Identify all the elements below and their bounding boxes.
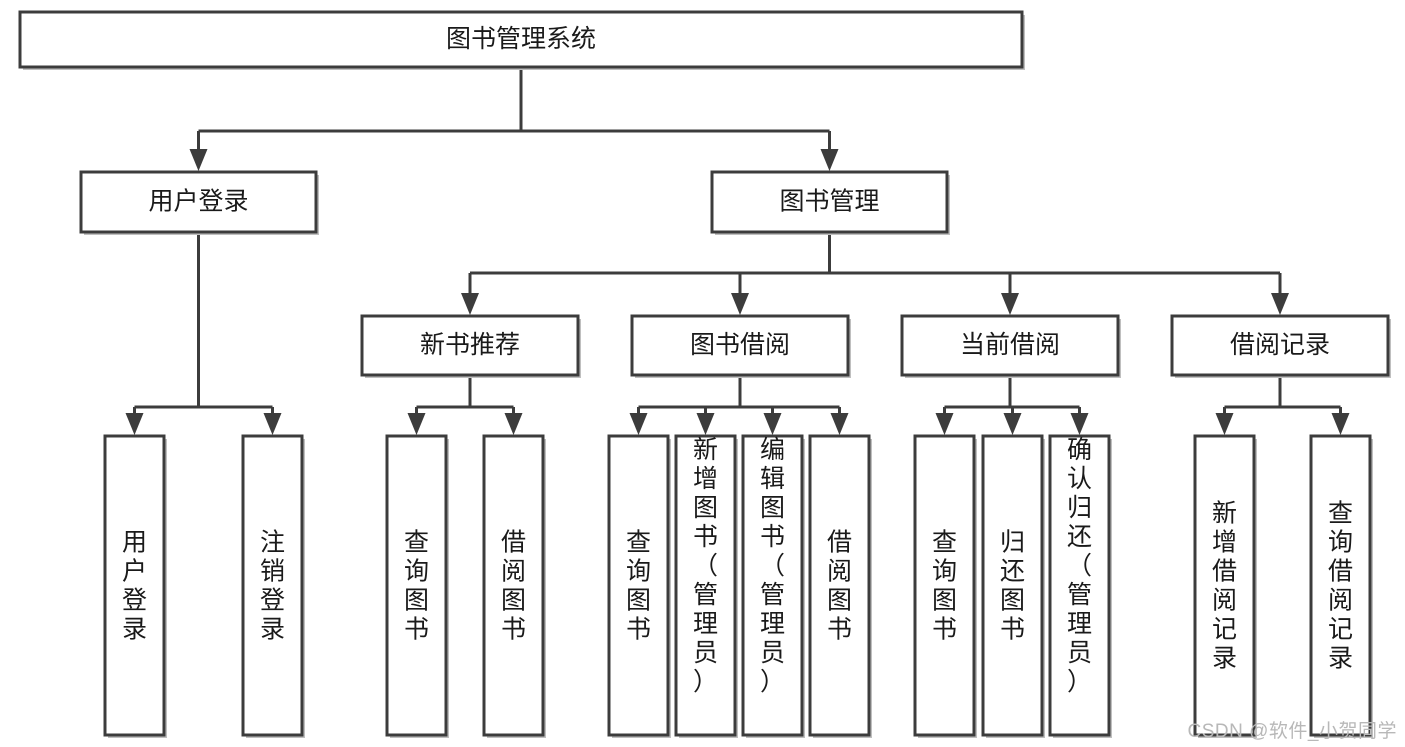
connector-conn-bookborrow-split <box>629 375 849 435</box>
connector-conn-currentborrow-split <box>935 375 1089 435</box>
node-label-leaf-query-borrow-record: 查询借阅记录 <box>1328 500 1353 673</box>
node-leaf-add-borrow-record[interactable]: 新增借阅记录 <box>1193 434 1257 738</box>
connector-conn-userlogin-split <box>125 232 282 435</box>
node-label-leaf-query-book-3: 查询图书 <box>932 529 957 644</box>
node-leaf-add-book[interactable]: 新增图书（管理员） <box>674 434 738 738</box>
node-label-leaf-query-book-1: 查询图书 <box>404 529 429 644</box>
node-box-leaf-query-borrow-record[interactable] <box>1309 434 1372 737</box>
node-book-borrow[interactable]: 图书借阅 <box>630 314 851 378</box>
node-leaf-query-book-1[interactable]: 查询图书 <box>385 434 449 738</box>
node-box-leaf-borrow-book-1[interactable] <box>482 434 545 737</box>
node-leaf-query-book-2[interactable]: 查询图书 <box>607 434 671 738</box>
node-box-root[interactable] <box>18 10 1024 69</box>
node-box-book-borrow[interactable] <box>630 314 850 377</box>
node-box-leaf-query-book-2[interactable] <box>607 434 670 737</box>
node-box-new-book-recommend[interactable] <box>360 314 580 377</box>
node-box-leaf-logout[interactable] <box>241 434 304 737</box>
node-label-leaf-edit-book: 编辑图书（管理员） <box>760 436 785 696</box>
node-leaf-edit-book[interactable]: 编辑图书（管理员） <box>741 434 805 738</box>
node-leaf-user-login[interactable]: 用户登录 <box>103 434 167 738</box>
node-new-book-recommend[interactable]: 新书推荐 <box>360 314 581 378</box>
connector-conn-bookmanage-split <box>461 232 1289 315</box>
node-label-leaf-borrow-book-1: 借阅图书 <box>501 529 526 644</box>
node-label-leaf-logout: 注销登录 <box>260 529 285 644</box>
node-box-leaf-add-book[interactable] <box>674 434 737 737</box>
connector-conn-newbook-split <box>407 375 523 435</box>
node-leaf-logout[interactable]: 注销登录 <box>241 434 305 738</box>
node-box-leaf-add-borrow-record[interactable] <box>1193 434 1256 737</box>
node-borrow-record[interactable]: 借阅记录 <box>1170 314 1391 378</box>
node-book-manage[interactable]: 图书管理 <box>710 170 950 235</box>
node-label-book-manage: 图书管理 <box>779 188 879 216</box>
node-label-leaf-return-book: 归还图书 <box>1000 529 1025 644</box>
connector-conn-root-split <box>189 67 839 171</box>
node-leaf-borrow-book-2[interactable]: 借阅图书 <box>808 434 872 738</box>
node-label-leaf-confirm-return: 确认归还（管理员） <box>1067 436 1092 696</box>
connector-layer <box>125 67 1350 435</box>
node-leaf-return-book[interactable]: 归还图书 <box>981 434 1045 738</box>
node-box-user-login[interactable] <box>79 170 318 234</box>
node-layer: 图书管理系统用户登录图书管理新书推荐图书借阅当前借阅借阅记录用户登录注销登录查询… <box>18 10 1391 738</box>
node-box-leaf-return-book[interactable] <box>981 434 1044 737</box>
node-box-current-borrow[interactable] <box>900 314 1120 377</box>
node-leaf-query-book-3[interactable]: 查询图书 <box>913 434 977 738</box>
node-label-leaf-query-book-2: 查询图书 <box>626 529 651 644</box>
node-box-leaf-query-book-3[interactable] <box>913 434 976 737</box>
csdn-watermark: CSDN @软件_小贺同学 <box>1187 721 1397 742</box>
node-box-book-manage[interactable] <box>710 170 949 234</box>
node-label-leaf-user-login: 用户登录 <box>122 529 147 644</box>
node-label-borrow-record: 借阅记录 <box>1230 331 1330 359</box>
node-leaf-confirm-return[interactable]: 确认归还（管理员） <box>1048 434 1112 738</box>
node-leaf-query-borrow-record[interactable]: 查询借阅记录 <box>1309 434 1373 738</box>
node-current-borrow[interactable]: 当前借阅 <box>900 314 1121 378</box>
connector-conn-borrowrecord-split <box>1215 375 1350 435</box>
node-box-borrow-record[interactable] <box>1170 314 1390 377</box>
node-box-leaf-borrow-book-2[interactable] <box>808 434 871 737</box>
node-box-leaf-user-login[interactable] <box>103 434 166 737</box>
node-leaf-borrow-book-1[interactable]: 借阅图书 <box>482 434 546 738</box>
node-label-book-borrow: 图书借阅 <box>690 331 790 359</box>
node-box-leaf-edit-book[interactable] <box>741 434 804 737</box>
node-label-user-login: 用户登录 <box>148 188 248 216</box>
node-label-leaf-add-borrow-record: 新增借阅记录 <box>1212 500 1237 673</box>
node-label-root: 图书管理系统 <box>446 25 596 53</box>
node-label-current-borrow: 当前借阅 <box>960 331 1060 359</box>
node-label-leaf-borrow-book-2: 借阅图书 <box>827 529 852 644</box>
node-box-leaf-query-book-1[interactable] <box>385 434 448 737</box>
node-box-leaf-confirm-return[interactable] <box>1048 434 1111 737</box>
node-label-new-book-recommend: 新书推荐 <box>420 331 520 359</box>
node-root[interactable]: 图书管理系统 <box>18 10 1025 70</box>
node-user-login[interactable]: 用户登录 <box>79 170 319 235</box>
node-label-leaf-add-book: 新增图书（管理员） <box>693 436 718 696</box>
